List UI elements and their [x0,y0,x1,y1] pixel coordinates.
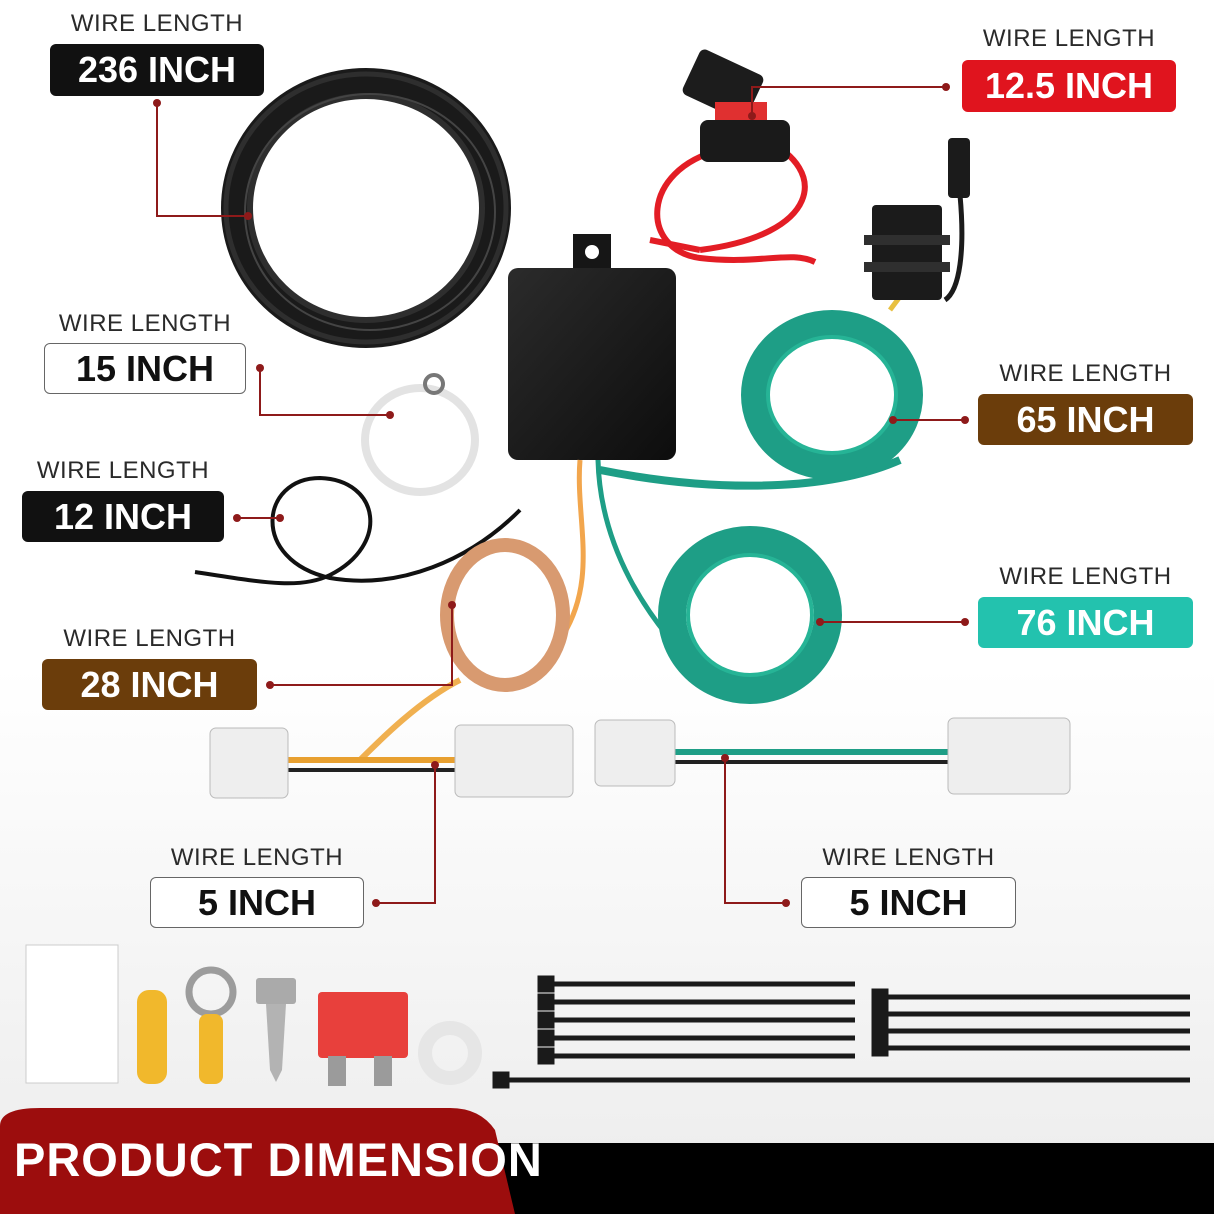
ring-terminal-icon [361,373,479,496]
ring-terminal-icon [185,966,237,1084]
wire-coil-icon [221,68,511,348]
butt-connector-icon [137,990,167,1084]
footer-title: PRODUCT DIMENSION [14,1133,543,1186]
caption-15: WIRE LENGTH [58,310,232,337]
caption-236: WIRE LENGTH [70,10,244,37]
leader-dots [153,83,969,907]
label-5-inch-left: 5 INCH [150,877,364,928]
label-12-inch: 12 INCH [22,491,224,542]
caption-28: WIRE LENGTH [63,625,236,652]
footer-red-band [0,1108,515,1214]
blade-fuse-icon [318,992,408,1086]
caption-12-5: WIRE LENGTH [982,25,1156,52]
label-15-inch: 15 INCH [44,343,246,394]
label-236-inch: 236 INCH [50,44,264,96]
caption-5-right: WIRE LENGTH [822,844,995,871]
cable-tie-icon [492,975,1190,1089]
wire-coil-icon [658,526,842,704]
fuse-holder-icon [649,49,817,265]
self-tapping-screw-icon [256,978,296,1082]
caption-76: WIRE LENGTH [999,563,1172,590]
caption-65: WIRE LENGTH [999,360,1172,387]
caption-5-left: WIRE LENGTH [170,844,344,871]
flat-4-pin-connector-icon [864,138,970,303]
harness-connector-icon [209,717,1071,799]
wire-12-loop-icon [194,475,522,586]
leader-lines [156,86,965,904]
caption-12: WIRE LENGTH [36,457,210,484]
washer-icon [418,1021,482,1085]
wire-coil-icon [357,538,570,763]
label-12-5-inch: 12.5 INCH [962,60,1176,112]
label-28-inch: 28 INCH [42,659,257,710]
adhesive-pad-icon [25,944,119,1084]
label-5-inch-right: 5 INCH [801,877,1016,928]
label-76-inch: 76 INCH [978,597,1193,648]
footer-black-bar [480,1143,1214,1214]
label-65-inch: 65 INCH [978,394,1193,445]
